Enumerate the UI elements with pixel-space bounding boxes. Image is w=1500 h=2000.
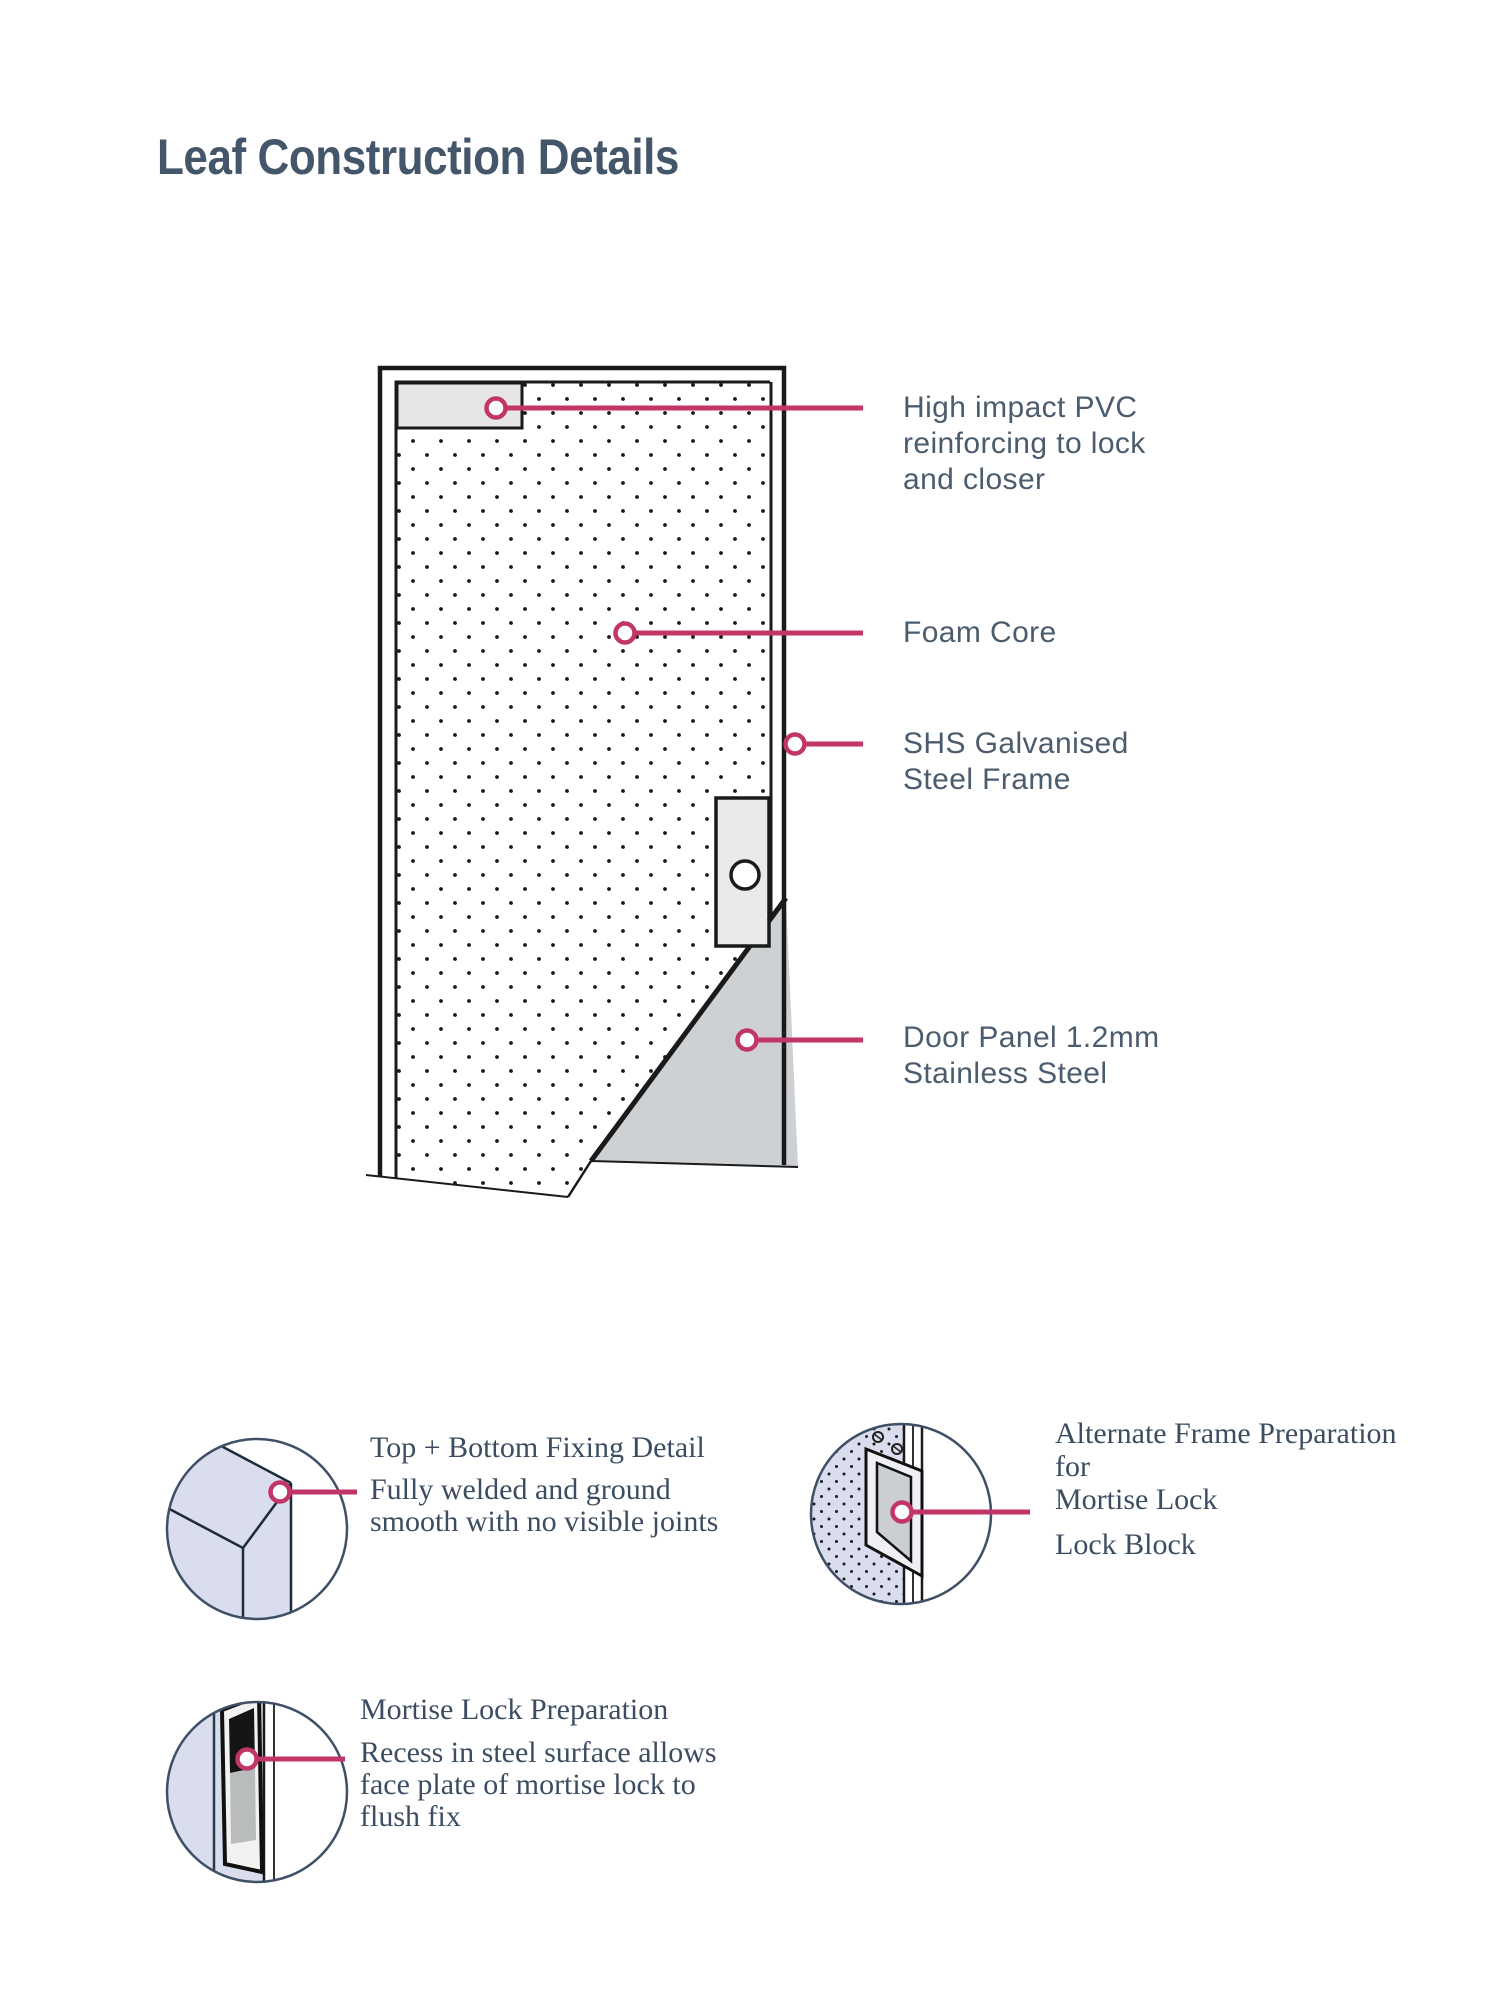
marker-foam bbox=[613, 621, 637, 645]
label-line: Stainless Steel bbox=[903, 1057, 1108, 1090]
alternate-detail-body: Lock Block bbox=[1055, 1529, 1196, 1561]
detail-title-line: Alternate Frame Preparation bbox=[1055, 1417, 1397, 1450]
marker-shs bbox=[783, 732, 807, 756]
detail-title-line: Mortise Lock bbox=[1055, 1483, 1218, 1516]
label-door-panel: Door Panel 1.2mm Stainless Steel bbox=[903, 1020, 1160, 1092]
detail-title-line: for bbox=[1055, 1450, 1090, 1483]
detail-body-line: face plate of mortise lock to bbox=[360, 1768, 696, 1801]
label-line: reinforcing to lock bbox=[903, 427, 1146, 460]
mortise-detail-circle bbox=[165, 1700, 349, 1884]
mortise-face-plate bbox=[230, 1768, 256, 1844]
mortise-detail-body: Recess in steel surface allows face plat… bbox=[360, 1737, 717, 1833]
detail-body-line: flush fix bbox=[360, 1800, 461, 1833]
screw-icons bbox=[872, 1431, 903, 1455]
stainless-panel-flap bbox=[591, 898, 798, 1167]
leader-lines bbox=[256, 405, 1030, 1762]
marker-fixing bbox=[268, 1480, 292, 1504]
detail-body-line: smooth with no visible joints bbox=[370, 1505, 719, 1538]
alternate-detail-title: Alternate Frame Preparation for Mortise … bbox=[1055, 1417, 1397, 1516]
lock-plate-hole bbox=[729, 859, 761, 891]
marker-pvc bbox=[484, 396, 508, 420]
marker-panel bbox=[735, 1028, 759, 1052]
outer-frame-outline bbox=[377, 365, 787, 1176]
fixing-detail-circle bbox=[165, 1437, 349, 1621]
leader-markers bbox=[235, 396, 914, 1771]
door-bottom-tear bbox=[566, 1160, 593, 1198]
label-line: High impact PVC bbox=[903, 391, 1138, 424]
detail-body-line: Fully welded and ground bbox=[370, 1473, 671, 1506]
fixing-detail-body: Fully welded and ground smooth with no v… bbox=[370, 1474, 718, 1538]
door-bottom-edge-left bbox=[365, 1174, 569, 1198]
label-foam-core: Foam Core bbox=[903, 615, 1057, 651]
mortise-detail-title: Mortise Lock Preparation bbox=[360, 1693, 669, 1726]
label-line: Door Panel 1.2mm bbox=[903, 1021, 1160, 1054]
fixing-detail-ring bbox=[165, 1437, 349, 1621]
fixing-detail-title: Top + Bottom Fixing Detail bbox=[370, 1431, 705, 1464]
inner-frame-outline bbox=[394, 380, 773, 1178]
detail-body-line: Lock Block bbox=[1055, 1528, 1196, 1561]
marker-mortise bbox=[235, 1747, 259, 1771]
label-line: SHS Galvanised bbox=[903, 727, 1129, 760]
label-pvc-reinforcing: High impact PVC reinforcing to lock and … bbox=[903, 390, 1146, 498]
label-line: Steel Frame bbox=[903, 763, 1071, 796]
flap-bottom-edge bbox=[590, 1160, 799, 1168]
label-line: Foam Core bbox=[903, 616, 1057, 649]
foam-core-pattern bbox=[396, 382, 770, 1197]
detail-body-line: Recess in steel surface allows bbox=[360, 1736, 717, 1769]
door-leaf-diagram bbox=[365, 365, 799, 1198]
label-shs-frame: SHS Galvanised Steel Frame bbox=[903, 726, 1129, 798]
label-line: and closer bbox=[903, 463, 1046, 496]
marker-alternate bbox=[890, 1500, 914, 1524]
mortise-detail-ring bbox=[165, 1700, 349, 1884]
page-title: Leaf Construction Details bbox=[157, 129, 679, 185]
